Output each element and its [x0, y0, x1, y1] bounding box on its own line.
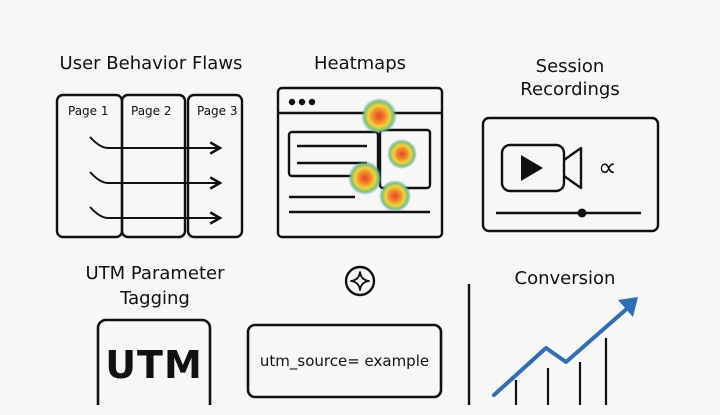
- video-camera-icon: [500, 143, 566, 193]
- utm-example-text: utm_source= example: [259, 352, 430, 370]
- flow-arrow-3: [89, 206, 223, 225]
- trend-arrow-icon: [492, 297, 638, 397]
- user-behavior-title: User Behavior Flaws: [59, 53, 243, 74]
- heat-spot-3: [348, 161, 382, 195]
- heatmap-browser: [276, 86, 444, 239]
- utm-title-2: Tagging: [120, 288, 190, 309]
- progress-knob: [577, 208, 587, 218]
- conversion-bars: [514, 338, 608, 405]
- play-icon: [521, 155, 543, 181]
- browser-dots-icon: [288, 98, 316, 106]
- conversion-title: Conversion: [514, 268, 616, 289]
- page-1-label: Page 1: [68, 104, 109, 118]
- utm-title-1: UTM Parameter: [85, 263, 225, 284]
- page-2-label: Page 2: [131, 104, 172, 118]
- heat-spot-2: [387, 139, 417, 169]
- heat-spot-4: [379, 180, 411, 212]
- recording-panel: [481, 116, 660, 233]
- utm-badge-box: [96, 318, 212, 405]
- sparkle-compass-icon: [344, 265, 376, 297]
- page-3-label: Page 3: [197, 104, 238, 118]
- utm-boxes: [96, 318, 443, 405]
- utm-badge-text: UTM: [105, 343, 203, 387]
- flow-arrows: [89, 136, 223, 225]
- page-3-panel: [186, 93, 244, 239]
- heatmaps-title: Heatmaps: [313, 53, 407, 74]
- heatmap-content-box: [287, 130, 380, 178]
- page-panels: [55, 93, 244, 239]
- page-2-panel: [120, 93, 187, 239]
- page-1-panel: [55, 93, 124, 239]
- heat-spot-1: [361, 98, 397, 134]
- session-recordings-title-2: Recordings: [520, 79, 620, 100]
- heat-spots: [348, 98, 417, 212]
- diagram-canvas: ∝: [55, 86, 660, 405]
- flow-arrow-1: [89, 136, 223, 155]
- flow-arrow-2: [89, 171, 223, 190]
- utm-example-box: [246, 323, 443, 399]
- session-recordings-title-1: Session: [535, 56, 605, 77]
- alpha-icon: ∝: [598, 153, 617, 183]
